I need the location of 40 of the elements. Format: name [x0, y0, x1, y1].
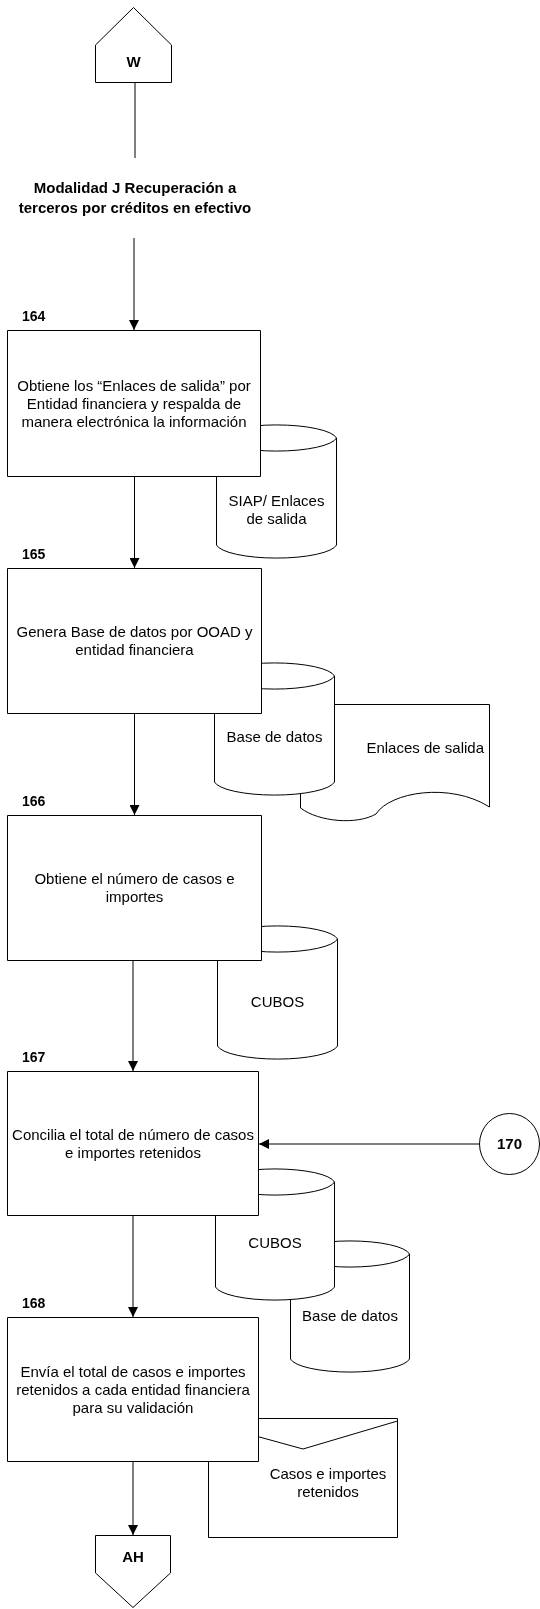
connector-label: AH — [122, 1548, 144, 1566]
off-page-connector — [95, 1535, 171, 1608]
arrow — [129, 237, 139, 331]
shape-label: Base de datos — [226, 728, 323, 746]
step-number: 166 — [22, 793, 46, 809]
database-cylinder — [214, 661, 335, 797]
shape-label: Casos e importes retenidos — [268, 1465, 388, 1501]
database-cylinder — [215, 1167, 335, 1302]
step-text: Obtiene el número de casos e importes — [33, 870, 236, 906]
arrow — [128, 1461, 138, 1536]
process-box — [7, 330, 261, 477]
arrow — [128, 1215, 138, 1318]
process-box — [7, 1317, 259, 1462]
arrow — [129, 713, 140, 816]
connector-line — [134, 82, 136, 159]
step-number: 164 — [22, 308, 46, 324]
connector-label: W — [126, 53, 141, 71]
step-number: 165 — [22, 546, 46, 562]
shape-label: CUBOS — [248, 1234, 302, 1252]
connector-circle — [479, 1113, 540, 1175]
arrow — [129, 476, 140, 569]
arrow — [258, 1139, 480, 1149]
process-box — [7, 568, 262, 714]
shape-label: CUBOS — [250, 993, 305, 1011]
arrow — [128, 960, 138, 1072]
step-number: 167 — [22, 1049, 46, 1065]
process-box — [7, 1071, 259, 1216]
shape-label: Base de datos — [302, 1307, 398, 1325]
shape-label: SIAP/ Enlaces de salida — [227, 492, 326, 528]
step-text: Genera Base de datos por OOAD y entidad financiera — [15, 623, 254, 659]
step-text: Envía el total de casos e importes retenidos a cada entidad financiera para su validación — [15, 1362, 251, 1417]
step-text: Concilia el total de número de casos e importes retenidos — [11, 1125, 255, 1162]
step-text: Obtiene los “Enlaces de salida” por Entidad financiera y respalda de manera electrónica la información — [16, 376, 252, 431]
step-number: 168 — [22, 1295, 46, 1311]
process-box — [7, 815, 262, 961]
section-heading: Modalidad J Recuperación a terceros por créditos en efectivo — [10, 158, 260, 238]
connector-label: 170 — [497, 1135, 522, 1153]
off-page-connector — [95, 7, 172, 83]
database-cylinder — [217, 924, 338, 1061]
shape-label: Enlaces de salida — [366, 739, 484, 757]
